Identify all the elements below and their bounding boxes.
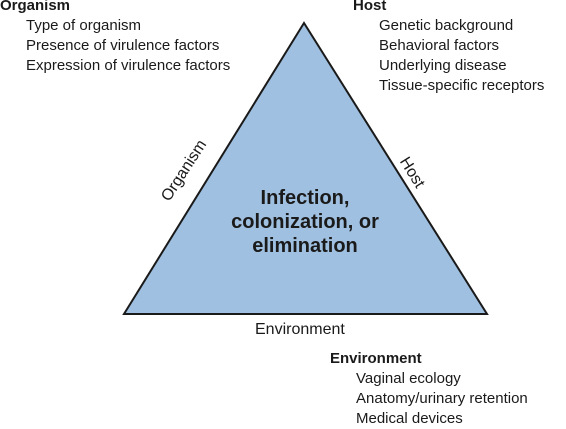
center-outcome-label: Infection, colonization, or elimination — [190, 186, 420, 258]
host-factors: Host Genetic background Behavioral facto… — [353, 0, 544, 96]
list-item: Vaginal ecology — [356, 370, 461, 387]
list-item: Behavioral factors — [379, 37, 500, 54]
list-item: Type of organism — [26, 17, 142, 34]
list-item: Underlying disease — [379, 57, 507, 74]
organism-factors: Organism Type of organism Presence of vi… — [0, 0, 230, 76]
host-factor-list: Genetic background Behavioral factors Un… — [353, 16, 544, 96]
list-item: Expression of virulence factors — [26, 57, 231, 74]
list-item: Medical devices — [356, 410, 463, 427]
triad-triangle — [122, 21, 489, 315]
host-heading: Host — [353, 0, 387, 14]
list-item: Genetic background — [379, 17, 514, 34]
organism-heading: Organism — [0, 0, 71, 14]
list-item: Tissue-specific receptors — [379, 77, 545, 94]
center-line-2: colonization, or — [231, 211, 379, 233]
environment-factors: Environment Vaginal ecology Anatomy/urin… — [330, 349, 528, 429]
environment-heading: Environment — [330, 350, 422, 367]
environment-side-label: Environment — [255, 321, 345, 338]
list-item: Anatomy/urinary retention — [356, 390, 528, 407]
center-line-1: Infection, — [260, 187, 350, 209]
center-line-3: elimination — [252, 235, 358, 257]
environment-factor-list: Vaginal ecology Anatomy/urinary retentio… — [330, 369, 528, 429]
list-item: Presence of virulence factors — [26, 37, 220, 54]
organism-factor-list: Type of organism Presence of virulence f… — [0, 16, 230, 76]
